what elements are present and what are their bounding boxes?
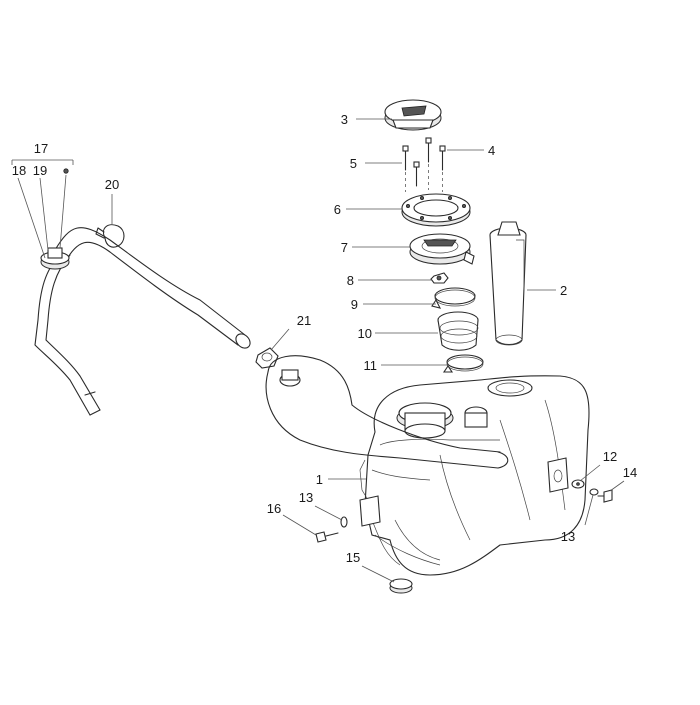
hose-fitting-18-19 [40, 247, 70, 270]
screws-4-5 [402, 137, 446, 192]
label-17: 17 [34, 141, 48, 156]
nut-8 [430, 272, 449, 284]
hose-sleeve-10 [437, 311, 479, 351]
pump-flange-7 [409, 233, 475, 265]
label-13-right: 13 [561, 529, 575, 544]
leader-lines [11, 118, 625, 583]
label-12: 12 [603, 449, 617, 464]
label-10: 10 [358, 326, 372, 341]
grommet-12 [571, 479, 585, 489]
label-4: 4 [488, 143, 495, 158]
bullet-dot [63, 168, 69, 174]
label-15: 15 [346, 550, 360, 565]
label-6: 6 [334, 202, 341, 217]
bolt-16 [315, 531, 339, 543]
label-21: 21 [297, 313, 311, 328]
label-3: 3 [341, 112, 348, 127]
fuel-filler-hose [34, 227, 251, 416]
flange-ring-6 [401, 193, 471, 227]
hose-clamp-21 [255, 347, 279, 369]
label-19: 19 [33, 163, 47, 178]
label-2: 2 [560, 283, 567, 298]
label-8: 8 [347, 273, 354, 288]
fuel-level-sender-2 [489, 221, 527, 346]
clamp-11 [442, 354, 484, 373]
label-20: 20 [105, 177, 119, 192]
fuel-tank-1 [359, 375, 590, 576]
label-14: 14 [623, 465, 637, 480]
label-18: 18 [12, 163, 26, 178]
label-7: 7 [341, 240, 348, 255]
fuel-cap-3 [384, 99, 442, 131]
rubber-pad-15 [389, 578, 413, 594]
vent-hose-overlay [265, 355, 509, 469]
bolt-14 [597, 489, 613, 503]
hose-clamp-20 [95, 224, 125, 248]
callout-labels: 3 4 5 6 7 8 9 10 11 2 1 12 14 13 13 16 1… [12, 112, 637, 565]
clamp-9 [431, 287, 476, 309]
label-16: 16 [267, 501, 281, 516]
label-11: 11 [364, 358, 378, 373]
label-9: 9 [351, 297, 358, 312]
washer-13-right [589, 488, 599, 496]
washer-13-left [340, 516, 348, 528]
label-1: 1 [316, 472, 323, 487]
label-5: 5 [350, 156, 357, 171]
label-13-left: 13 [299, 490, 313, 505]
